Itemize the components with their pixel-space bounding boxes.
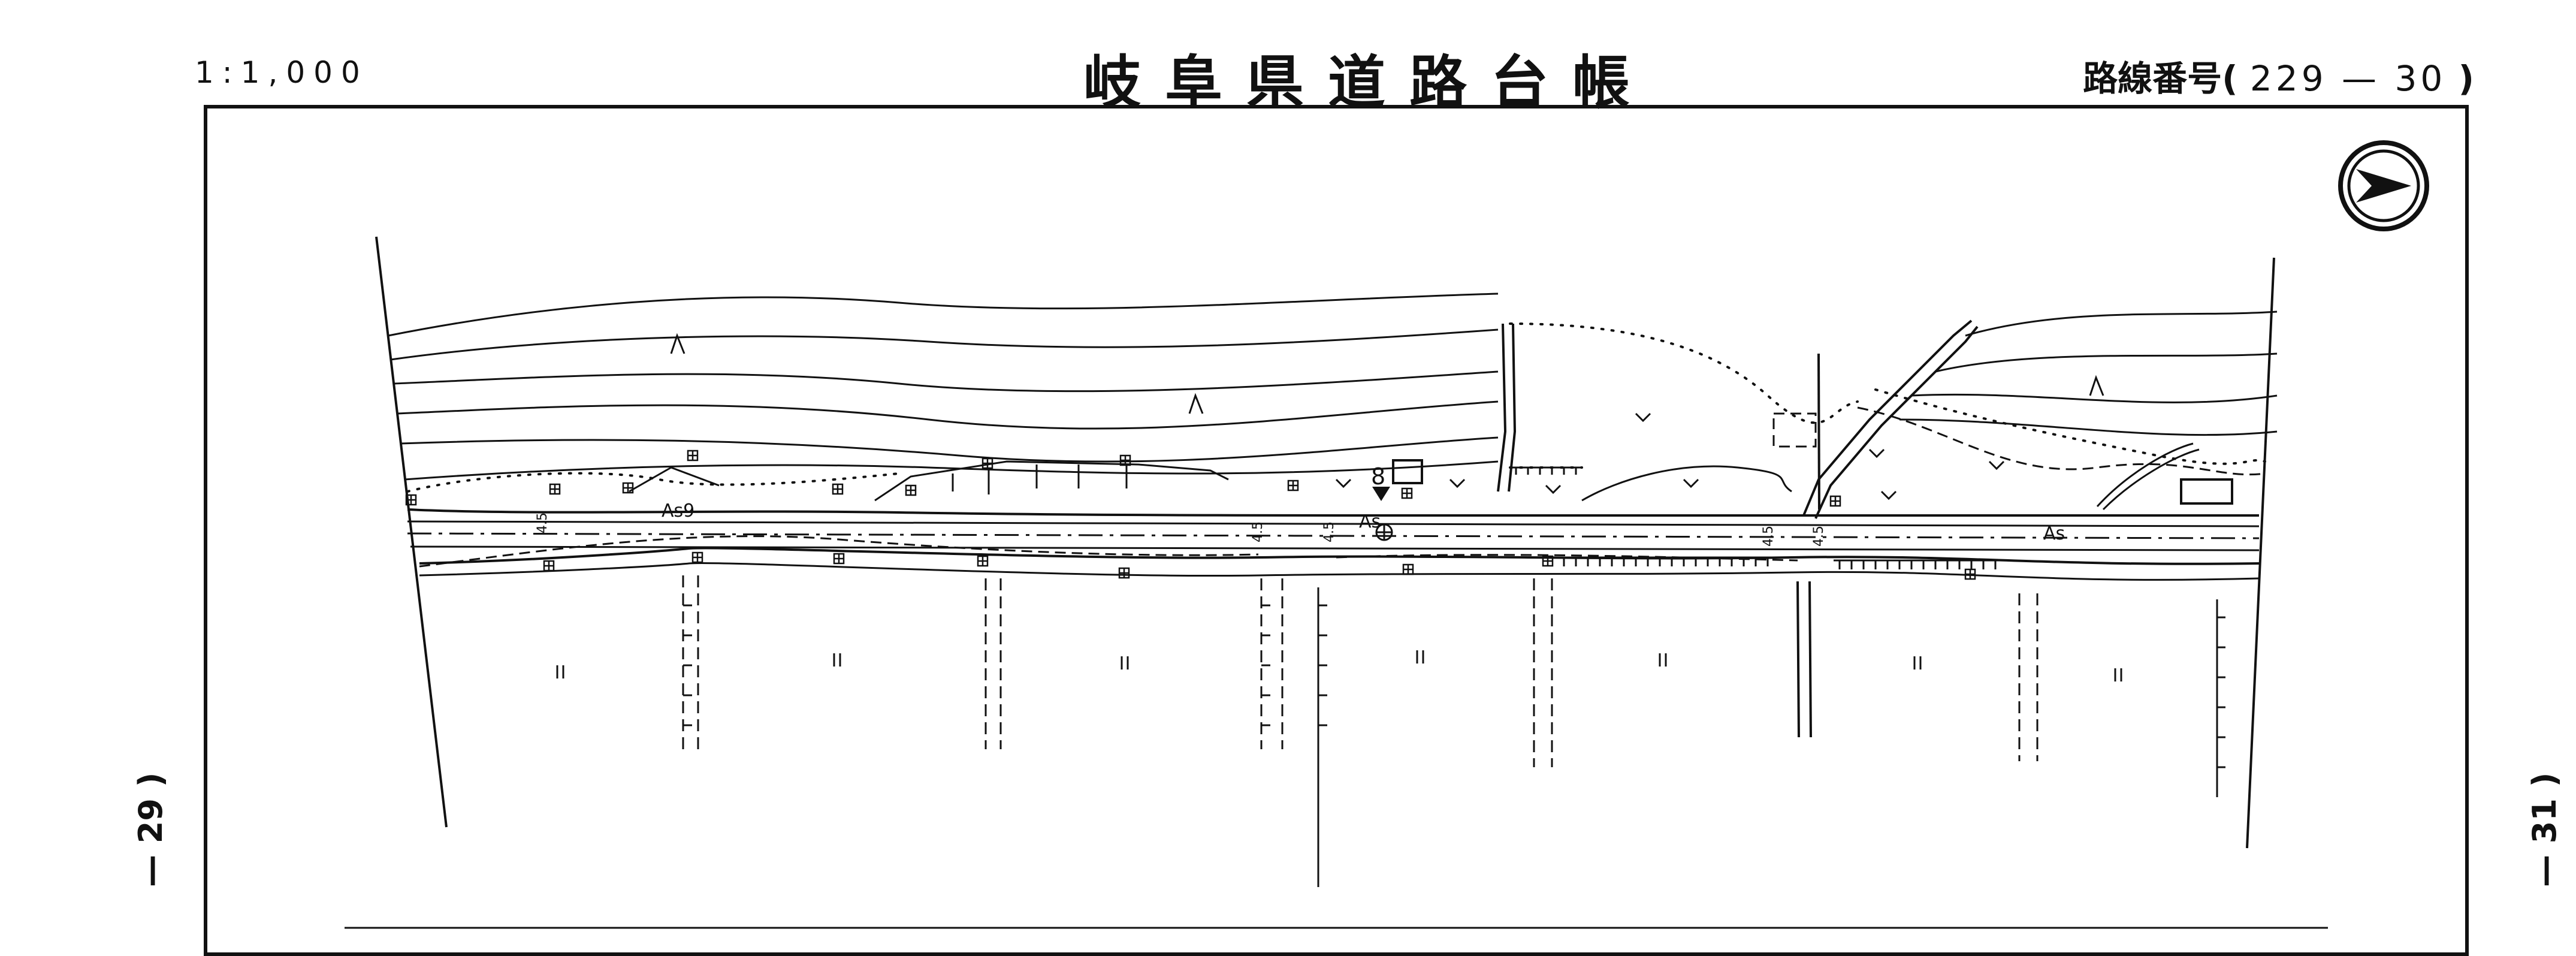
road-width-label-1: 4.5 bbox=[535, 512, 550, 533]
route-number-label: 路線番号( 229 — 30 ) bbox=[2083, 50, 2474, 101]
road-width-label-5: 4.5 bbox=[1811, 526, 1826, 547]
route-open-paren: ( bbox=[2222, 58, 2238, 99]
route-close-paren: ) bbox=[2458, 58, 2474, 99]
dashed-boundaries bbox=[419, 406, 2266, 568]
road-width-label-2: 4.5 bbox=[1251, 521, 1266, 542]
embankment bbox=[629, 442, 2200, 511]
contour-lines bbox=[388, 292, 2278, 481]
retaining-wall bbox=[1510, 466, 2013, 569]
pavement-label-as-1: As bbox=[1359, 511, 1381, 532]
benchmark-triangle bbox=[1372, 487, 1390, 501]
pavement-label-as9: As9 bbox=[662, 500, 694, 521]
parcel-tick-marks bbox=[683, 587, 2225, 887]
road-width-label-4: 4.5 bbox=[1761, 526, 1776, 547]
road-width-label-3: 4.5 bbox=[1322, 521, 1337, 542]
side-roads bbox=[1497, 319, 1979, 738]
utility-pole-symbol bbox=[405, 450, 1976, 580]
route-number-value: 229 — 30 bbox=[2249, 58, 2447, 99]
parcel-lines bbox=[682, 575, 2039, 767]
grass-symbol bbox=[1335, 412, 2005, 500]
scale-label: 1:1,000 bbox=[195, 55, 369, 90]
map-text-labels: As9 As As 8 4.5 4.5 4.5 4.5 4.5 bbox=[535, 463, 2065, 547]
buildings bbox=[1392, 459, 2233, 505]
north-arrow-icon bbox=[2338, 140, 2429, 231]
water-valve-symbol bbox=[1375, 523, 1393, 541]
marker-number-label: 8 bbox=[1371, 463, 1385, 490]
field-symbol bbox=[556, 650, 2122, 681]
pavement-label-as-2: As bbox=[2043, 523, 2065, 544]
route-label-text: 路線番号 bbox=[2083, 58, 2222, 99]
orchard-symbol bbox=[670, 333, 2104, 414]
main-road bbox=[407, 508, 2260, 581]
map-boundary bbox=[375, 236, 2275, 849]
